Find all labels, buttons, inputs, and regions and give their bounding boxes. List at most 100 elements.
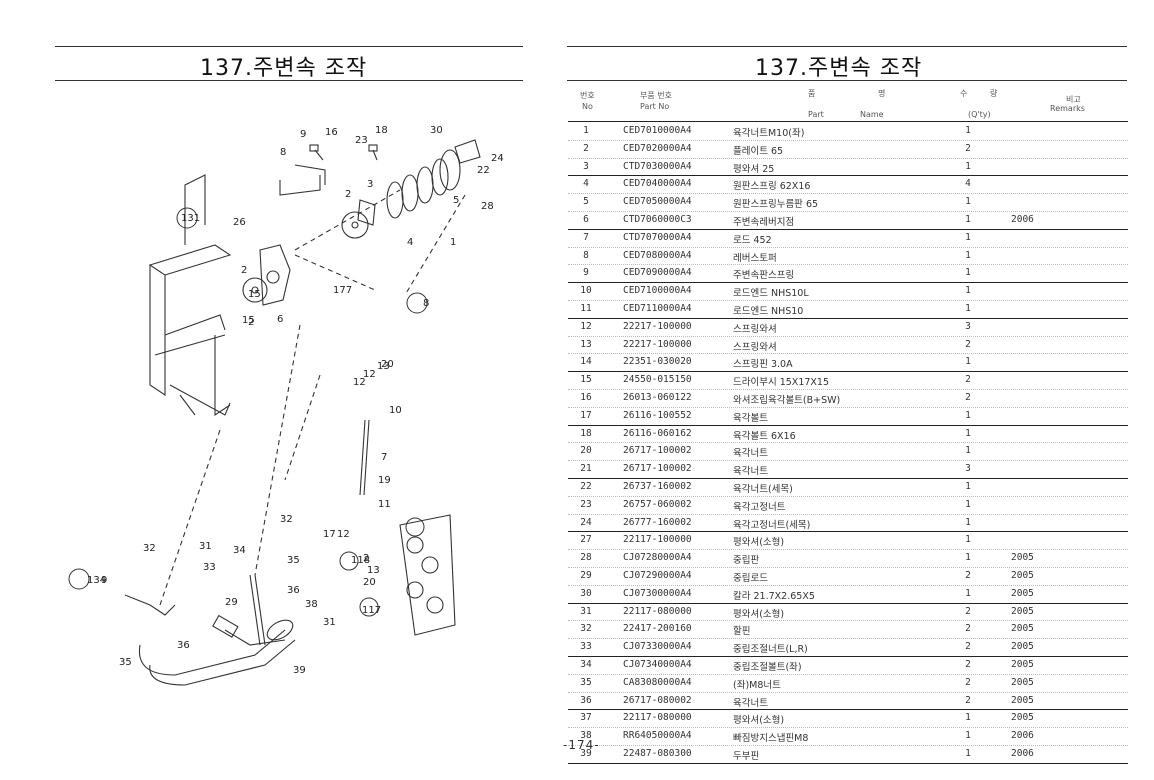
cell-part-name: 중립조절볼트(좌) bbox=[733, 661, 802, 673]
cell-part-name: 로드엔드 NHS10L bbox=[733, 288, 809, 300]
diagram-callout: 117 bbox=[362, 605, 381, 616]
cell-no: 29 bbox=[580, 569, 592, 581]
cell-part-number: CJ07340000A4 bbox=[623, 658, 692, 670]
diagram-callout: 18 bbox=[375, 125, 388, 136]
diagram-callout: 39 bbox=[293, 665, 306, 676]
cell-quantity: 1 bbox=[965, 730, 971, 742]
cell-part-name: 육각고정너트 bbox=[733, 501, 786, 513]
diagram-callout: 118 bbox=[351, 555, 370, 566]
diagram-callout: 15 bbox=[242, 315, 255, 326]
cell-remarks: 2005 bbox=[1011, 658, 1034, 670]
diagram-callout: 32 bbox=[280, 514, 293, 525]
diagram-callout: 8 bbox=[280, 147, 286, 158]
diagram-callout: 2 bbox=[248, 317, 254, 328]
cell-quantity: 1 bbox=[965, 267, 971, 279]
diagram-callout: 131 bbox=[181, 213, 200, 224]
cell-part-number: CTD7030000A4 bbox=[623, 160, 692, 172]
cell-quantity: 1 bbox=[965, 356, 971, 368]
diagram-callout: 23 bbox=[355, 135, 368, 146]
header-pn-en: Part No bbox=[640, 102, 670, 111]
diagram-callout: 31 bbox=[199, 541, 212, 552]
top-rule-right bbox=[567, 46, 1127, 47]
cell-no: 21 bbox=[580, 463, 592, 475]
cell-part-name: (좌)M8너트 bbox=[733, 679, 781, 691]
cell-part-number: CJ07300000A4 bbox=[623, 587, 692, 599]
diagram-callout: 35 bbox=[119, 657, 132, 668]
cell-remarks: 2005 bbox=[1011, 623, 1034, 635]
cell-quantity: 1 bbox=[965, 534, 971, 546]
diagram-callout: 2 bbox=[345, 189, 351, 200]
cell-quantity: 2 bbox=[965, 374, 971, 386]
parts-table-header: 번호 No 부품 번호 Part No 품 명 Part Name 수 량 (Q… bbox=[568, 88, 1128, 123]
diagram-callout: 20 bbox=[363, 577, 376, 588]
diagram-callout: 9 bbox=[101, 575, 107, 586]
cell-part-number: CA83080000A4 bbox=[623, 676, 692, 688]
cell-no: 10 bbox=[580, 285, 592, 297]
left-page: 137.주변속 조작 bbox=[0, 0, 545, 780]
cell-no: 7 bbox=[583, 231, 589, 243]
cell-no: 15 bbox=[580, 374, 592, 386]
diagram-callout: 35 bbox=[287, 555, 300, 566]
diagram-callout: 13 bbox=[377, 361, 390, 372]
title-rule-right bbox=[567, 80, 1127, 81]
cell-quantity: 3 bbox=[965, 320, 971, 332]
cell-part-number: 22217-100000 bbox=[623, 320, 692, 332]
cell-no: 39 bbox=[580, 747, 592, 759]
header-no-en: No bbox=[582, 102, 593, 111]
cell-part-number: CTD7070000A4 bbox=[623, 231, 692, 243]
diagram-callout: 177 bbox=[333, 285, 352, 296]
diagram-callout: 5 bbox=[453, 195, 459, 206]
cell-quantity: 1 bbox=[965, 125, 971, 136]
cell-no: 9 bbox=[583, 267, 589, 279]
cell-remarks: 2005 bbox=[1011, 676, 1034, 688]
cell-quantity: 2 bbox=[965, 142, 971, 154]
cell-part-number: CED7110000A4 bbox=[623, 302, 692, 314]
diagram-callout: 30 bbox=[430, 125, 443, 136]
cell-part-name: 로드 452 bbox=[733, 234, 772, 246]
cell-part-name: 원판스프링 62X16 bbox=[733, 181, 811, 193]
diagram-callout: 20 bbox=[381, 359, 394, 370]
cell-remarks: 2005 bbox=[1011, 694, 1034, 706]
cell-remarks: 2005 bbox=[1011, 569, 1034, 581]
cell-part-number: 26737-160002 bbox=[623, 480, 692, 492]
right-page-title: 137.주변속 조작 bbox=[755, 56, 923, 81]
cell-part-name: 육각볼트 bbox=[733, 412, 768, 424]
left-page-title: 137.주변속 조작 bbox=[200, 56, 368, 81]
cell-part-name: 로드엔드 NHS10 bbox=[733, 305, 804, 317]
cell-part-name: 평와셔(소형) bbox=[733, 715, 785, 727]
cell-quantity: 1 bbox=[965, 160, 971, 172]
cell-part-name: 중립조절너트(L,R) bbox=[733, 644, 808, 656]
diagram-callout: 19 bbox=[378, 475, 391, 486]
diagram-callout: 36 bbox=[287, 585, 300, 596]
cell-part-name: 원판스프링누름판 65 bbox=[733, 199, 819, 211]
cell-no: 38 bbox=[580, 730, 592, 742]
cell-quantity: 1 bbox=[965, 427, 971, 439]
cell-part-name: 두부핀 bbox=[733, 750, 760, 762]
cell-part-number: 22487-080300 bbox=[623, 747, 692, 759]
cell-no: 30 bbox=[580, 587, 592, 599]
cell-quantity: 2 bbox=[965, 623, 971, 635]
cell-no: 37 bbox=[580, 712, 592, 724]
diagram-callout: 13 bbox=[367, 565, 380, 576]
cell-no: 27 bbox=[580, 534, 592, 546]
cell-part-name: 레버스토퍼 bbox=[733, 252, 777, 264]
cell-part-name: 중립판 bbox=[733, 555, 760, 567]
